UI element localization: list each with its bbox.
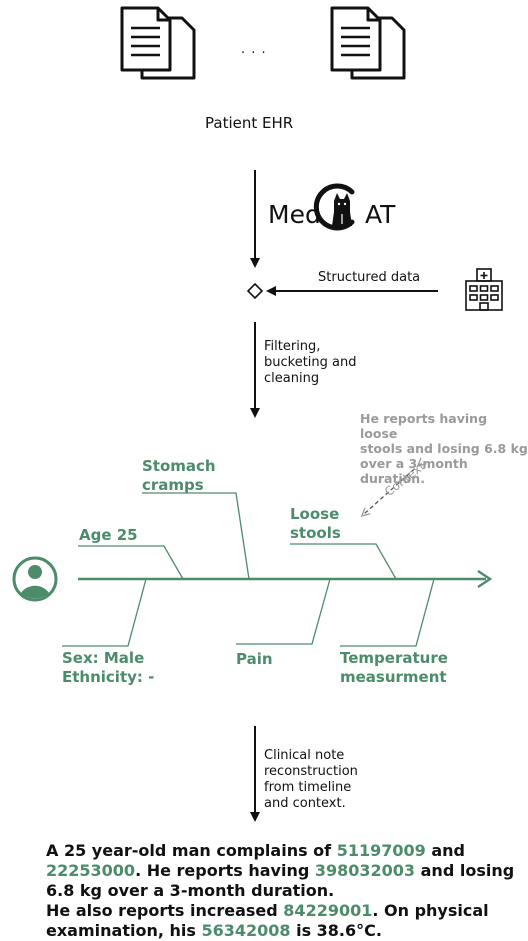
note-line: 22253000. He reports having 398032003 an… [46,861,515,880]
label-age: Age 25 [79,526,138,544]
label-loose-stools: Loose stools [290,505,341,542]
reconstruction-label: Clinical note reconstruction from timeli… [264,748,358,811]
bone-pain [236,578,331,645]
medcat-logo-text-right: AT [365,200,396,229]
note-line: examination, his 56342008 is 38.6°C. [46,921,382,940]
bone-temp [340,578,435,647]
label-stomach-cramps: Stomach cramps [142,457,216,494]
snomed-code: 56342008 [201,921,291,940]
bone-age [78,545,184,580]
context-snippet: He reports having loose stools and losin… [360,411,528,486]
ellipsis: . . . [241,42,267,57]
bone-stomach [142,492,250,580]
label-sex-ethnicity: Sex: Male Ethnicity: - [62,649,155,686]
label-pain: Pain [236,650,273,668]
snomed-code: 22253000 [46,861,136,880]
snomed-code: 84229001 [283,901,373,920]
medcat-logo-text-left: Med [268,200,321,229]
context-arrow [364,464,420,514]
bone-loose [290,543,397,580]
note-line: A 25 year-old man complains of 51197009 … [46,841,465,860]
bone-sex [62,578,147,647]
document-icon [330,6,406,80]
patient-avatar-icon [12,556,58,602]
snomed-code: 51197009 [336,841,426,860]
clinical-note: A 25 year-old man complains of 51197009 … [46,841,524,941]
note-line: 6.8 kg over a 3-month duration. [46,881,335,900]
filtering-label: Filtering, bucketing and cleaning [264,339,357,386]
medcat-logo-icon [313,183,355,231]
document-icon [120,6,196,80]
label-temperature: Temperature measurment [340,649,448,686]
patient-ehr-label: Patient EHR [205,114,294,132]
structured-data-label: Structured data [318,270,421,285]
timeline-arrowhead [477,570,493,588]
hospital-icon [465,268,503,311]
merge-diamond [246,282,264,300]
note-line: He also reports increased 84229001. On p… [46,901,489,920]
snomed-code: 398032003 [314,861,416,880]
